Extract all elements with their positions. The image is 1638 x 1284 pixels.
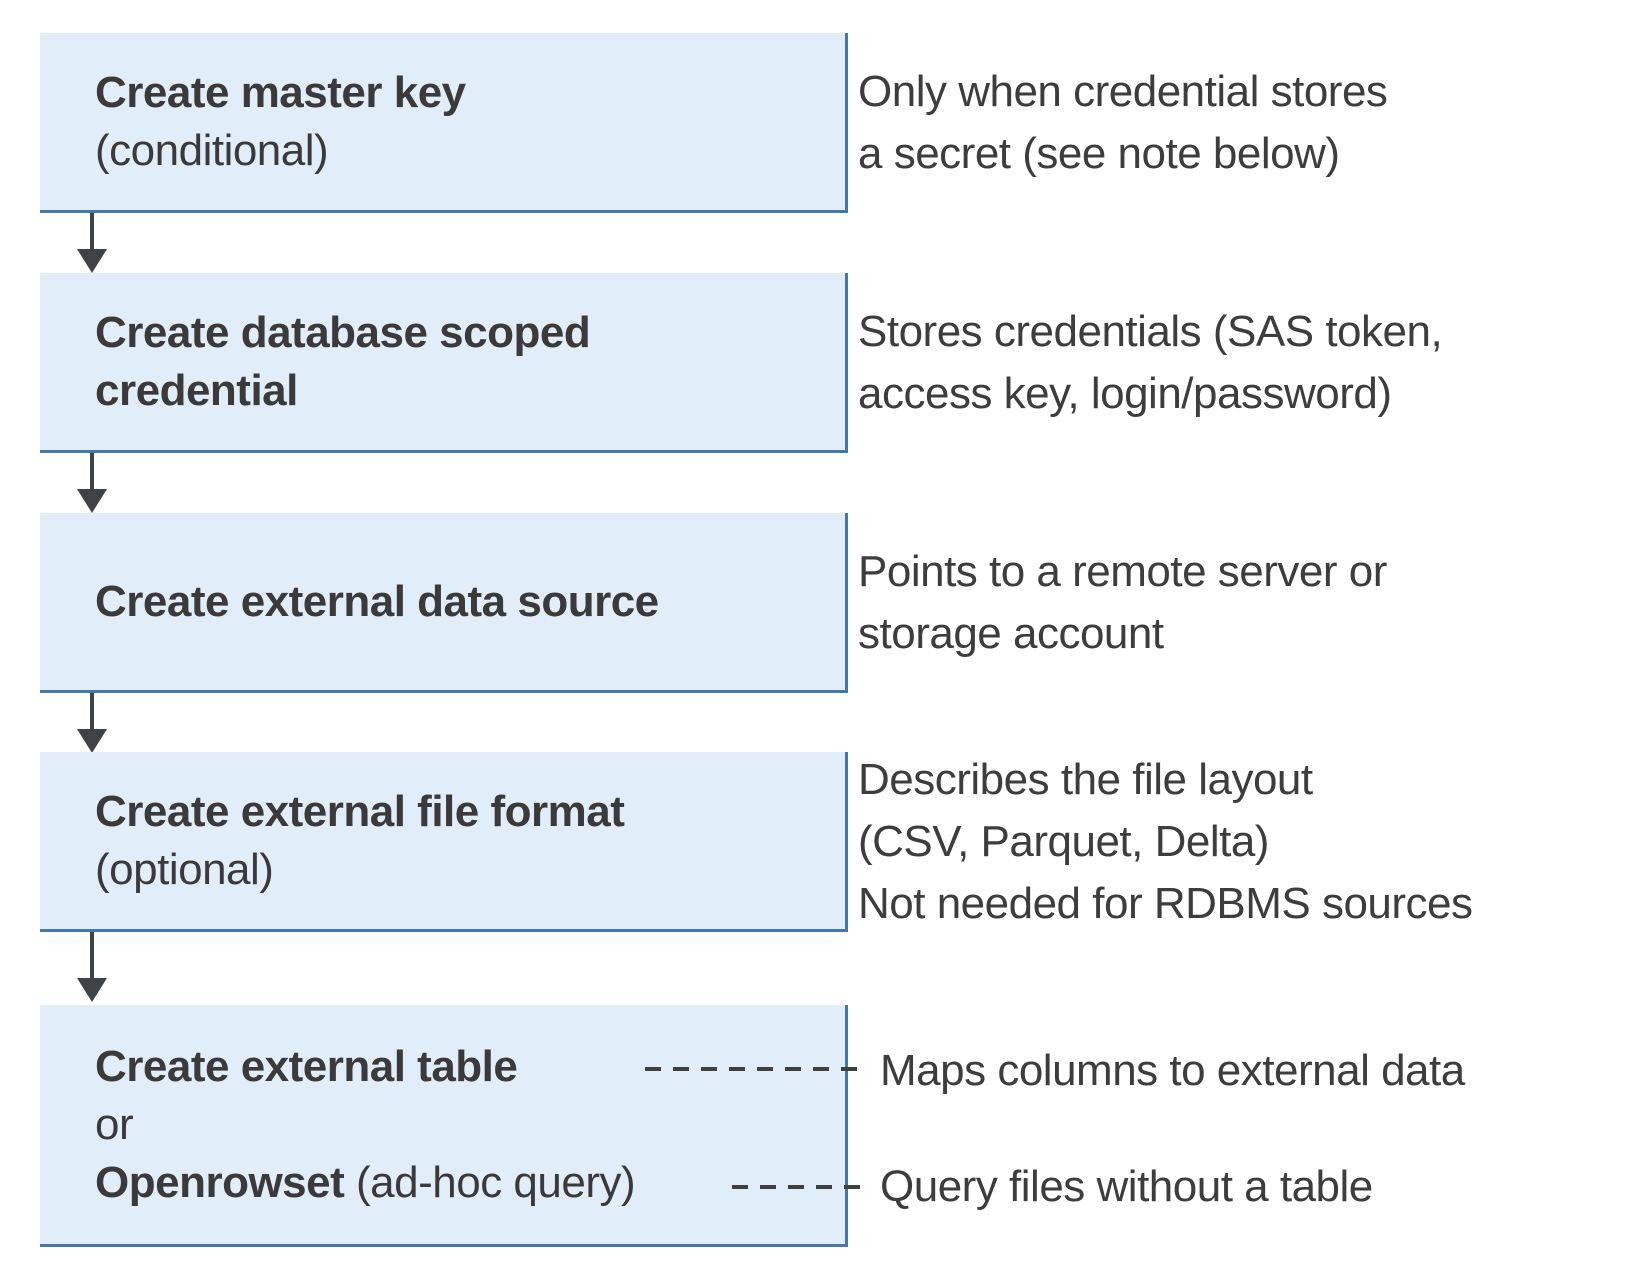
step-title-line: Create external data source xyxy=(95,573,845,631)
note-external-table: Maps columns to external data xyxy=(880,1046,1465,1095)
step-qualifier: (optional) xyxy=(95,844,274,894)
down-arrow-head-icon xyxy=(77,249,107,273)
step-title-line: Create database scoped xyxy=(95,304,845,362)
step-title-line: Create external table xyxy=(95,1038,845,1096)
note-openrowset: Query files without a table xyxy=(880,1162,1373,1211)
down-arrow-head-icon xyxy=(77,978,107,1002)
dashed-connector-external-table xyxy=(645,1067,865,1071)
step-box-create-master-key: Create master key (conditional) xyxy=(40,33,848,213)
step-alt-qualifier: (ad-hoc query) xyxy=(356,1157,636,1207)
step-title: Create database scoped xyxy=(95,307,591,357)
note-external-data-source: Points to a remote server or storage acc… xyxy=(858,541,1598,665)
note-line: storage account xyxy=(858,609,1164,658)
note-external-file-format: Describes the file layout (CSV, Parquet,… xyxy=(858,749,1598,935)
down-arrow-stem xyxy=(90,213,94,249)
down-arrow-head-icon xyxy=(77,729,107,753)
note-line: (CSV, Parquet, Delta) xyxy=(858,817,1269,866)
step-or-label: or xyxy=(95,1099,134,1149)
note-master-key: Only when credential stores a secret (se… xyxy=(858,61,1598,185)
down-arrow-head-icon xyxy=(77,489,107,513)
step-title: credential xyxy=(95,365,298,415)
step-title: Create external file format xyxy=(95,786,625,836)
step-qualifier: (conditional) xyxy=(95,125,329,175)
down-arrow-stem xyxy=(90,453,94,489)
step-box-create-external-file-format: Create external file format (optional) xyxy=(40,752,848,932)
note-line: a secret (see note below) xyxy=(858,129,1340,178)
note-line: Stores credentials (SAS token, xyxy=(858,307,1443,356)
step-box-create-database-scoped-credential: Create database scoped credential xyxy=(40,273,848,453)
step-title-line: Openrowset (ad-hoc query) xyxy=(95,1154,845,1212)
step-title-line: credential xyxy=(95,362,845,420)
step-title-line: Create master key xyxy=(95,64,845,122)
note-line: Only when credential stores xyxy=(858,67,1388,116)
note-database-scoped-credential: Stores credentials (SAS token, access ke… xyxy=(858,301,1598,425)
note-line: Describes the file layout xyxy=(858,755,1313,804)
down-arrow-stem xyxy=(90,932,94,978)
step-box-create-external-data-source: Create external data source xyxy=(40,513,848,693)
down-arrow-stem xyxy=(90,693,94,729)
step-title-line: Create external file format xyxy=(95,783,845,841)
note-line: access key, login/password) xyxy=(858,369,1392,418)
step-title: Create external data source xyxy=(95,576,659,626)
dashed-connector-openrowset xyxy=(732,1185,865,1189)
note-line: Not needed for RDBMS sources xyxy=(858,879,1473,928)
step-box-create-external-table-or-openrowset: Create external table or Openrowset (ad-… xyxy=(40,1005,848,1247)
step-alt-title: Openrowset xyxy=(95,1157,345,1207)
step-title: Create master key xyxy=(95,67,466,117)
note-line: Points to a remote server or xyxy=(858,547,1387,596)
step-title: Create external table xyxy=(95,1041,518,1091)
